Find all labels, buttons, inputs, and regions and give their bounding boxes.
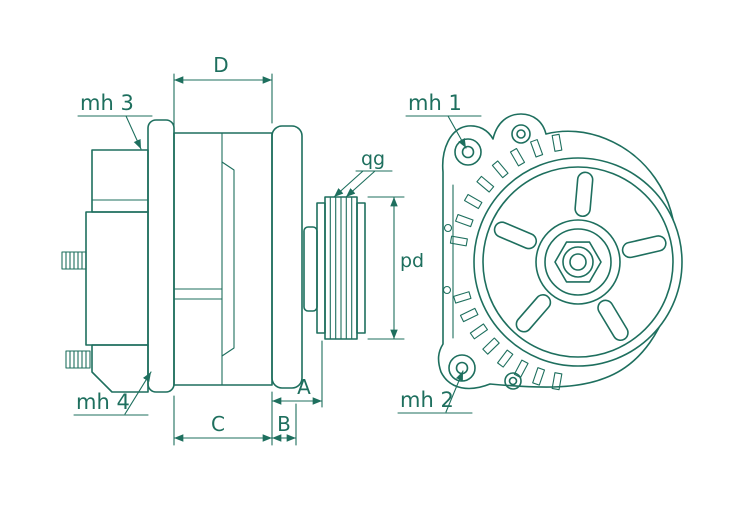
mh3-label: mh 3 — [80, 91, 134, 115]
mh3-leader — [125, 115, 142, 150]
dim-pd-extension-lines — [367, 196, 405, 340]
rear-flange — [147, 119, 175, 393]
body-detail-lines — [173, 288, 223, 300]
callout-mh2: mh 2 — [397, 370, 473, 414]
mh1-label: mh 1 — [408, 91, 462, 115]
qg-label: qg — [361, 148, 385, 170]
dimension-b: B — [271, 403, 297, 446]
pulley-inner-rim — [482, 166, 674, 358]
threaded-stud-bottom — [65, 350, 91, 369]
pulley-left-flange — [316, 202, 326, 334]
shaft-center-circle — [569, 253, 587, 271]
dim-pd-label: pd — [400, 250, 424, 272]
mounting-hole-top-small — [511, 124, 531, 144]
callout-qg: qg — [333, 148, 393, 198]
qg-leader-2 — [345, 170, 376, 198]
rear-bracket-bottom — [91, 344, 149, 393]
mh4-label: mh 4 — [76, 390, 130, 414]
callout-mh3: mh 3 — [77, 91, 153, 150]
mounting-hole-bottom-small — [504, 372, 522, 390]
rear-bracket-top — [91, 149, 149, 213]
dim-c-label: C — [211, 412, 225, 436]
callouts: mh 3 mh 4 mh 1 mh 2 — [73, 91, 482, 416]
front-flange — [271, 125, 303, 389]
dimension-pd: pd — [367, 196, 424, 340]
hub-inner-circle — [544, 228, 612, 296]
dim-a-label: A — [297, 375, 311, 399]
qg-leader-1 — [333, 170, 364, 198]
dimension-a: A — [271, 340, 323, 408]
edge-pin-holes — [442, 223, 453, 295]
mh1-leader — [447, 115, 467, 149]
mounting-hole-1 — [454, 138, 482, 166]
dim-d-extension-lines — [173, 73, 273, 128]
dimension-c: C — [173, 391, 273, 446]
pulley-side — [316, 196, 366, 340]
dim-d-label: D — [213, 53, 228, 77]
mh4-leader — [124, 371, 152, 415]
dimensions: D C B A pd qg — [173, 53, 424, 446]
hub-outer-circle — [535, 219, 621, 305]
nut-washer-circle — [562, 246, 594, 278]
pulley-outer-rim — [473, 157, 683, 367]
threaded-stud-top — [61, 251, 87, 270]
callout-mh4: mh 4 — [73, 371, 152, 416]
mh2-leader — [445, 370, 464, 413]
mh2-label: mh 2 — [400, 388, 454, 412]
pulley-groove-lines — [329, 196, 353, 340]
side-view — [61, 119, 366, 393]
rear-housing — [85, 211, 149, 346]
shaft-spacer — [303, 226, 318, 312]
stator-body — [173, 132, 273, 386]
front-view — [437, 113, 683, 391]
dimension-d: D — [173, 53, 273, 128]
body-step-line — [221, 161, 235, 357]
callout-mh1: mh 1 — [405, 91, 482, 149]
shaft-hex-nut — [554, 241, 602, 283]
dim-b-label: B — [277, 412, 291, 436]
pulley-right-flange — [356, 202, 366, 334]
